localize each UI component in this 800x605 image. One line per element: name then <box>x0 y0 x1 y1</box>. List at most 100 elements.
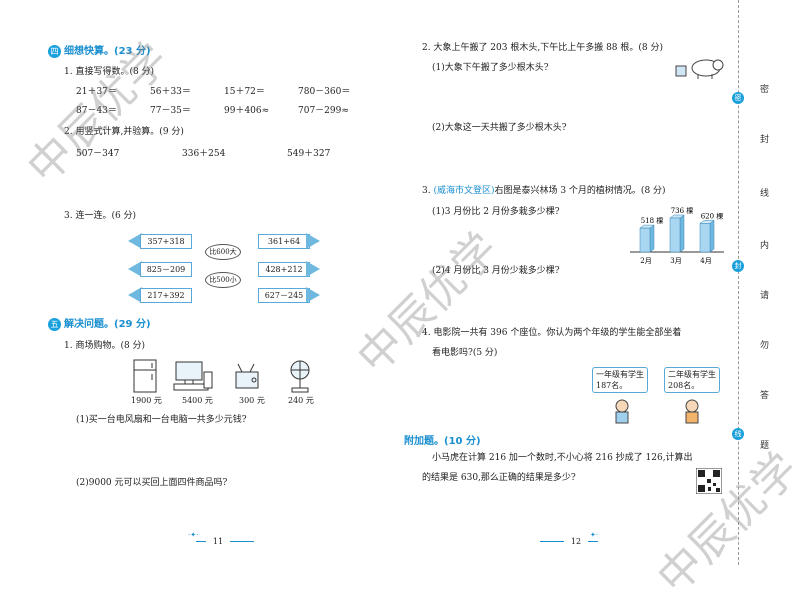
bonus-text: 小马虎在计算 216 加一个数时,不小心将 216 抄成了 126,计算出 <box>432 453 693 463</box>
refrigerator-icon <box>133 359 157 393</box>
bird-wing-icon <box>306 233 320 249</box>
bird-expression: 361+64 <box>258 234 310 249</box>
compare-oval[interactable]: 比600大 <box>205 244 241 260</box>
bird-card[interactable]: 428+212 <box>256 261 320 277</box>
bird-card[interactable]: 361+64 <box>256 233 320 249</box>
watermark: 中辰优学 <box>347 223 509 384</box>
section-title: 细想快算。(23 分) <box>64 46 151 57</box>
sub-question: (1)大象下午搬了多少根木头? <box>432 63 549 73</box>
chart-bar <box>639 227 651 253</box>
seal-char: 密 <box>760 85 770 95</box>
section-5-heading: 五解决问题。(29 分) <box>48 315 151 331</box>
seal-char: 内 <box>760 241 770 251</box>
seal-char: 请 <box>760 291 770 301</box>
region-tag: (威海市文登区) <box>433 186 495 196</box>
computer-icon <box>173 361 213 391</box>
seal-dot: 封 <box>732 260 744 272</box>
sub-question: (2)4 月份比 3 月份少栽多少棵? <box>432 266 560 276</box>
divider <box>196 541 206 542</box>
girl-student-icon <box>615 399 629 424</box>
appliances-group <box>133 359 310 393</box>
divider <box>540 541 564 542</box>
sub-question: (2)大象这一天共搬了多少根木头? <box>432 123 567 133</box>
calc-item: 707－299≈ <box>298 106 349 116</box>
chart-data-label: 620 棵 <box>701 211 724 220</box>
speech-bubble: 二年级有学生 208名。 <box>664 367 720 393</box>
bird-expression: 627－245 <box>258 288 310 303</box>
chart-bar-side <box>709 219 715 253</box>
calc-item: 77－35＝ <box>150 106 191 116</box>
star-decoration-icon: ·✦· <box>188 531 199 539</box>
chart-data-label: 736 棵 <box>671 206 694 215</box>
star-decoration-icon: ✦· <box>590 531 599 539</box>
question-3-label: 3. 连一连。(6 分) <box>64 211 137 221</box>
chart-tick-label: 2月 <box>640 257 651 265</box>
bird-wing-icon <box>306 261 320 277</box>
question-4-label-cont: 看电影吗?(5 分) <box>432 348 498 358</box>
speech-bubble: 一年级有学生 187名。 <box>592 367 648 393</box>
seal-line <box>738 0 739 565</box>
page-number: 11 <box>212 537 224 546</box>
section-4-heading: 四细想快算。(23 分) <box>48 42 151 58</box>
page-number: 12 <box>570 537 582 546</box>
bird-card[interactable]: 217+392 <box>128 287 192 303</box>
page-number-line: 12 <box>540 537 620 547</box>
bonus-title: 附加题。(10 分) <box>404 436 481 447</box>
divider <box>587 541 598 542</box>
price-label: 300 元 <box>239 396 265 405</box>
price-label: 5400 元 <box>182 396 213 405</box>
seal-char: 勿 <box>760 341 770 351</box>
seal-char: 线 <box>760 189 770 199</box>
seal-char: 答 <box>760 391 770 401</box>
bird-expression: 825－209 <box>140 262 192 277</box>
compare-oval[interactable]: 比500小 <box>205 272 241 288</box>
chart-bar-side <box>649 224 655 253</box>
chart-bar <box>669 217 681 253</box>
chart-data-label: 518 棵 <box>641 216 664 225</box>
problem-1-label: 1. 商场购物。(8 分) <box>64 341 146 351</box>
price-label: 1900 元 <box>131 396 162 405</box>
calc-item: 21＋37＝ <box>76 87 117 97</box>
chart-bar-side <box>679 214 685 253</box>
calc-item: 87－43＝ <box>76 106 117 116</box>
bonus-text: 的结果是 630,那么正确的结果是多少? <box>422 473 576 483</box>
elephant-icon <box>675 59 724 79</box>
vertical-calc-item: 336＋254 <box>182 149 226 159</box>
bubble-line: 187名。 <box>596 381 628 390</box>
bubble-line: 二年级有学生 <box>668 370 716 379</box>
section-title: 解决问题。(29 分) <box>64 319 151 330</box>
electric-fan-icon <box>290 360 310 393</box>
chart-bar <box>699 223 711 253</box>
sub-question: (1)买一台电风扇和一台电脑一共多少元钱? <box>76 415 247 425</box>
question-4-label: 4. 电影院一共有 396 个座位。你认为两个年级的学生能全部坐着 <box>422 328 682 338</box>
bird-card[interactable]: 825－209 <box>128 261 192 277</box>
question-text: 右图是泰兴林场 3 个月的植树情况。(8 分) <box>494 186 666 196</box>
vertical-calc-item: 549＋327 <box>287 149 331 159</box>
boy-student-icon <box>685 399 699 424</box>
bubble-line: 208名。 <box>668 381 700 390</box>
bird-wing-icon <box>128 287 142 303</box>
seal-dot: 密 <box>732 92 744 104</box>
qr-code-icon[interactable] <box>696 468 722 494</box>
question-1-label: 1. 直接写得数。(8 分) <box>64 67 155 77</box>
sub-question: (2)9000 元可以买回上面四件商品吗? <box>76 478 228 488</box>
question-3-label: 3. (威海市文登区)右图是泰兴林场 3 个月的植树情况。(8 分) <box>422 183 666 196</box>
seal-dot: 线 <box>732 428 744 440</box>
calc-item: 15＋72＝ <box>224 87 265 97</box>
vertical-calc-item: 507－347 <box>76 149 120 159</box>
bird-expression: 217+392 <box>140 288 192 303</box>
section-number-badge: 四 <box>48 45 61 58</box>
bird-card[interactable]: 627－245 <box>256 287 320 303</box>
seal-char: 题 <box>760 441 770 451</box>
divider <box>229 541 254 542</box>
calc-item: 780－360＝ <box>298 87 351 97</box>
calc-item: 99＋406≈ <box>224 106 270 116</box>
question-2-label: 2. 大象上午搬了 203 根木头,下午比上午多搬 88 根。(8 分) <box>422 43 663 53</box>
bird-expression: 428+212 <box>258 262 310 277</box>
bird-expression: 357+318 <box>140 234 192 249</box>
question-number: 3. <box>422 186 434 196</box>
bird-wing-icon <box>128 233 142 249</box>
question-2-label: 2. 用竖式计算,并验算。(9 分) <box>64 127 184 137</box>
bird-card[interactable]: 357+318 <box>128 233 192 249</box>
